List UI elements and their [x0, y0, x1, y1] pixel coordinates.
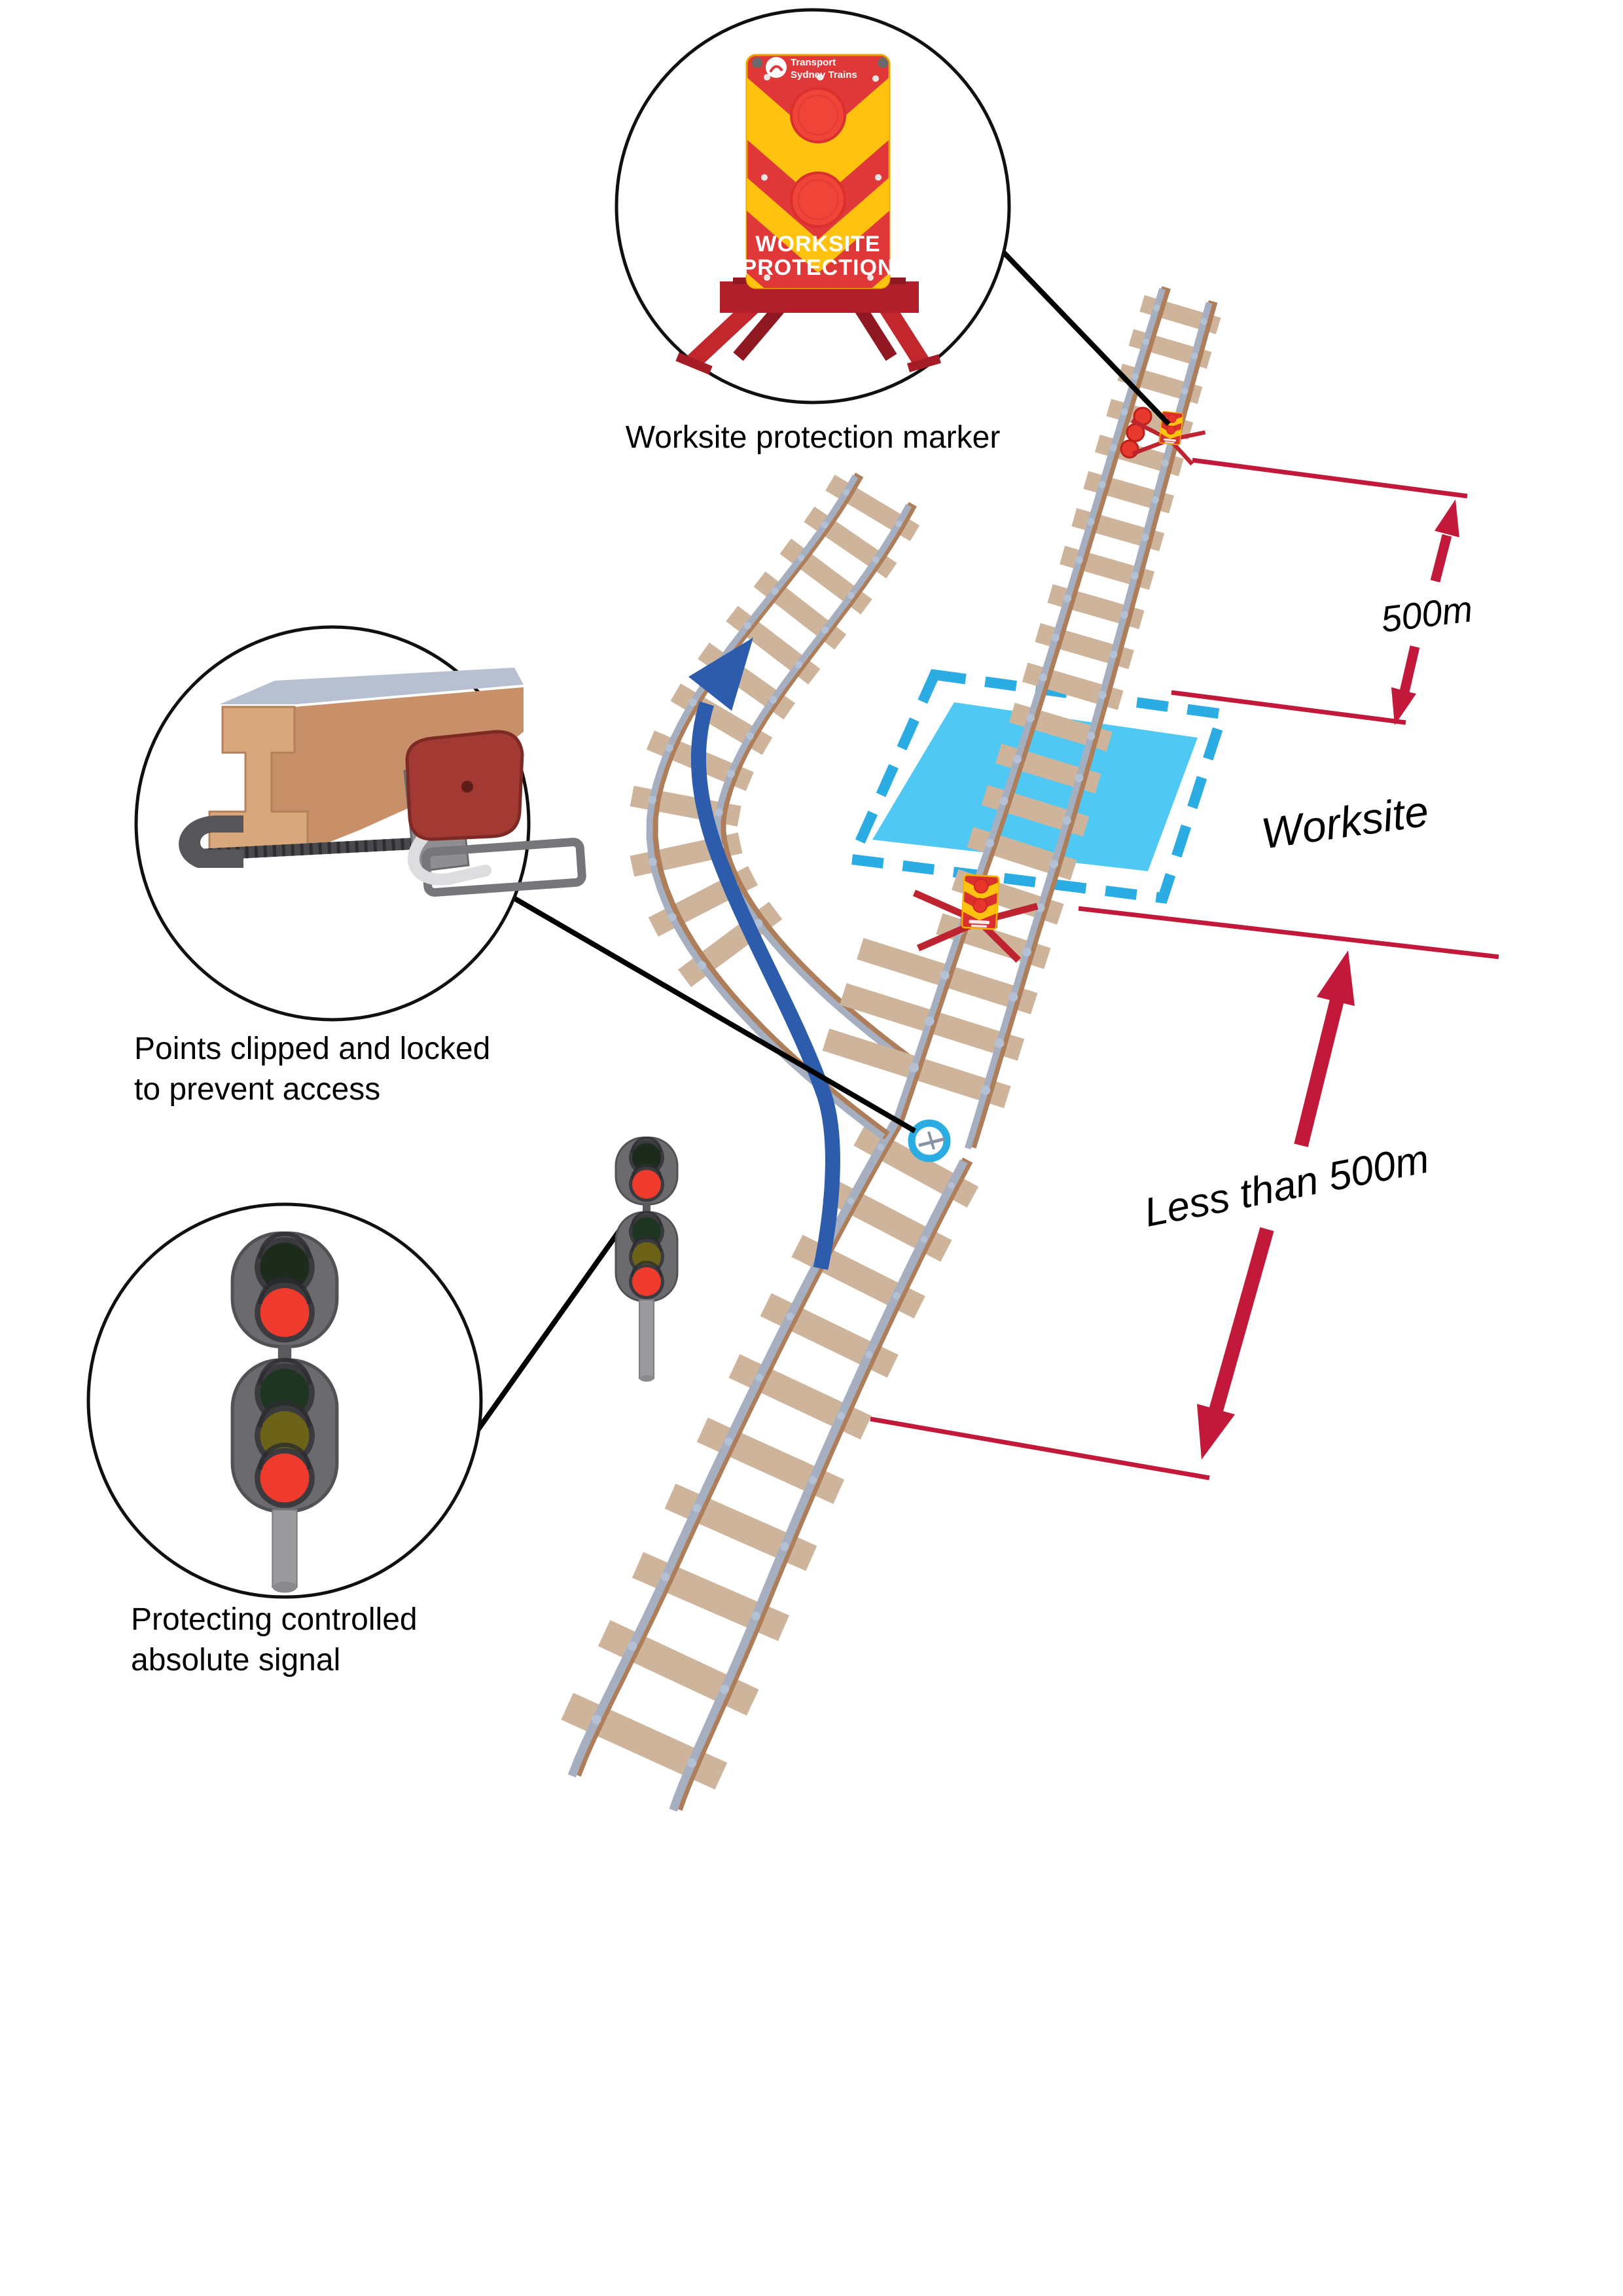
logo-text-1: Transport	[791, 57, 836, 68]
blue-route-arrow	[688, 637, 840, 1270]
dimension-arrow-shaft	[1430, 534, 1452, 583]
railway-signal	[615, 1136, 679, 1382]
route-arrow-stem	[690, 701, 840, 1270]
dimension-arrowhead-down	[1391, 687, 1416, 725]
insets-layer: Transport Sydney Trains WORKSITE PROTECT…	[86, 8, 1011, 1599]
dimension-500m	[1171, 457, 1468, 725]
callout-line-points	[512, 895, 917, 1134]
points-rodding-icon	[918, 1131, 946, 1150]
dimension-extension-line	[1078, 906, 1499, 960]
route-arrow-head	[688, 637, 753, 711]
dimension-arrow-shaft	[1294, 998, 1344, 1147]
dimension-arrowhead-up	[1435, 499, 1459, 537]
callout-line-signal	[475, 1218, 630, 1432]
inset-points-clip	[134, 625, 586, 1022]
inset-worksite-marker: Transport Sydney Trains WORKSITE PROTECT…	[615, 8, 1011, 404]
dimension-less-than-500m	[870, 906, 1499, 1480]
trackside-items	[475, 406, 1206, 1432]
worksite-area-fill	[872, 702, 1198, 871]
sign-text-line2: PROTECTION	[742, 255, 895, 280]
dimension-arrowhead-up	[1317, 950, 1355, 1006]
points-clip-and-lock	[179, 730, 586, 897]
dimension-extension-line	[1171, 690, 1406, 725]
callout-line-marker	[1001, 249, 1171, 426]
overlay-layer	[512, 249, 1499, 1480]
worksite-protection-sign: Transport Sydney Trains WORKSITE PROTECT…	[742, 54, 895, 289]
padlock-keyhole	[461, 781, 473, 793]
caption-line: absolute signal	[131, 1643, 341, 1677]
clip-hook	[179, 816, 243, 868]
dimension-extension-line	[870, 1416, 1210, 1480]
sign-text-line1: WORKSITE	[755, 232, 880, 257]
track-branch	[630, 473, 934, 1140]
worksite-protection-marker	[912, 874, 1039, 963]
railway-signal	[230, 1231, 339, 1593]
caption-line: Points clipped and locked	[134, 1031, 491, 1066]
dimension-arrowhead-down	[1197, 1404, 1235, 1460]
tracks-layer	[561, 286, 1221, 1812]
dimension-extension-line	[1192, 457, 1468, 499]
caption-protecting-signal: Protecting controlled absolute signal	[131, 1600, 418, 1681]
sign-screws	[761, 74, 882, 281]
points-highlight-circle	[908, 1119, 951, 1162]
dimension-arrow-shaft	[1399, 645, 1420, 693]
worksite-area-dashed-border	[844, 669, 1230, 904]
logo-text-2: Sydney Trains	[791, 69, 857, 81]
worksite-zone	[844, 669, 1230, 904]
caption-line: to prevent access	[134, 1072, 381, 1107]
caption-worksite-protection-marker: Worksite protection marker	[625, 420, 1001, 455]
caption-line: Protecting controlled	[131, 1602, 418, 1637]
track-main	[822, 286, 1221, 1150]
inset-protecting-signal	[86, 1202, 483, 1599]
rail-cross-section	[208, 668, 524, 852]
padlock-shackle	[408, 829, 491, 886]
caption-points-clipped: Points clipped and locked to prevent acc…	[134, 1029, 490, 1110]
transport-sydney-trains-logo: Transport Sydney Trains	[766, 57, 857, 81]
dimension-arrow-shaft	[1209, 1227, 1274, 1412]
